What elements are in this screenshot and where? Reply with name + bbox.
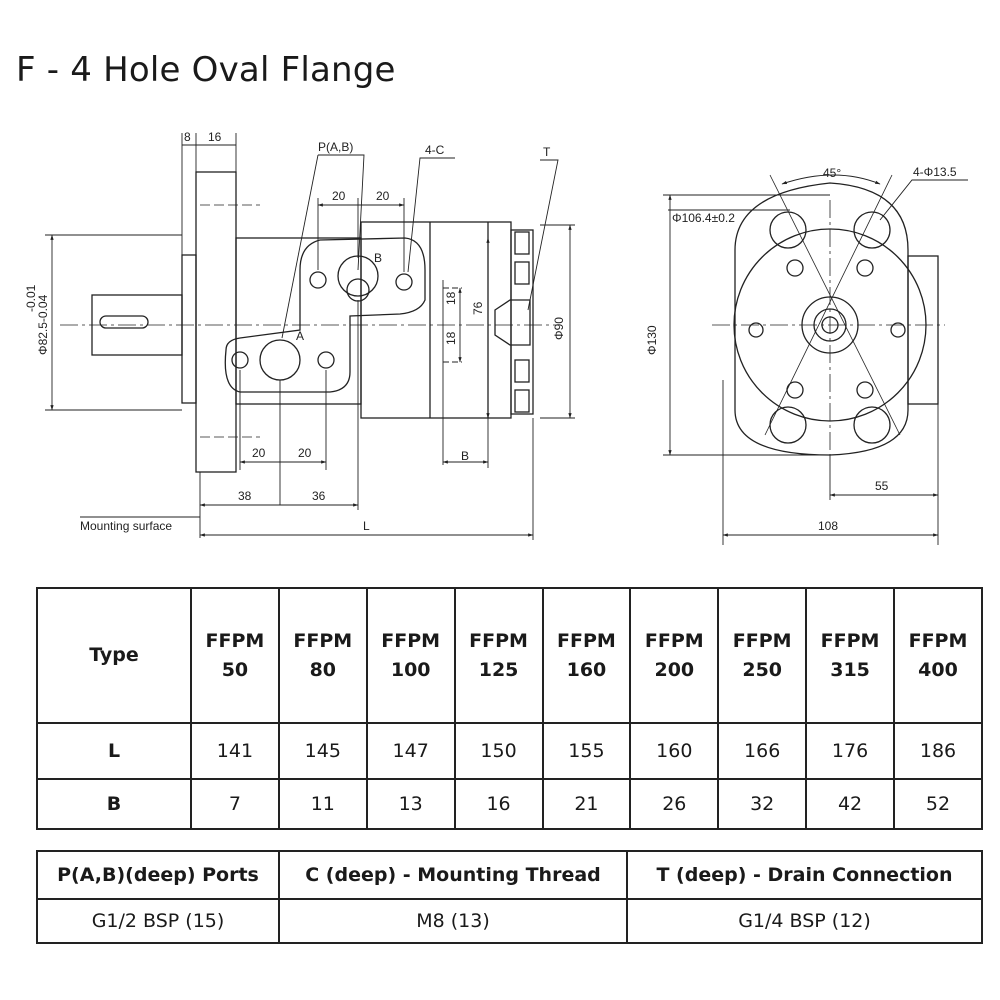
table-cell: 32	[717, 778, 808, 830]
table-cell: 147	[365, 722, 456, 780]
table-cell: 21	[541, 778, 632, 830]
table-cell: 42	[805, 778, 895, 830]
technical-drawing: 8 16 P(A,B) 4-C T 20 20 B A 18 18 76 Φ90…	[24, 130, 968, 545]
label-port-b: B	[374, 251, 382, 265]
dim-55: 55	[875, 479, 889, 493]
flange-hub	[181, 254, 197, 404]
table-cell: 7	[190, 778, 280, 830]
table-cell: 11	[277, 778, 368, 830]
dim-shaft: Φ82.5-0.04	[36, 294, 50, 355]
table-cell: 145	[277, 722, 368, 780]
table-row: G1/2 BSP (15) M8 (13) G1/4 BSP (12)	[36, 898, 983, 944]
dim-130: Φ130	[645, 325, 659, 355]
dim-36: 36	[312, 489, 326, 503]
dim-38: 38	[238, 489, 252, 503]
label-4-holes: 4-Φ13.5	[913, 165, 957, 179]
ports-value-t: G1/4 BSP (12)	[626, 898, 983, 944]
table-cell: 16	[453, 778, 544, 830]
dim-20-top-a: 20	[332, 189, 346, 203]
label-4c: 4-C	[425, 143, 445, 157]
ports-header-c: C (deep) - Mounting Thread	[278, 850, 628, 900]
dim-pcd: Φ106.4±0.2	[672, 211, 735, 225]
table-cell: 166	[717, 722, 808, 780]
dim-l: L	[363, 519, 370, 533]
flange-side	[907, 255, 939, 405]
row-label-b: B	[36, 778, 192, 830]
dim-b: B	[461, 449, 469, 463]
dim-shaft-tol: -0.01	[24, 284, 38, 312]
table-cell: 150	[453, 722, 544, 780]
dim-20-bottom-a: 20	[252, 446, 266, 460]
table-cell: 141	[190, 722, 280, 780]
label-mounting-surface: Mounting surface	[80, 519, 172, 533]
label-port-a: A	[296, 329, 304, 343]
port-block	[224, 237, 426, 393]
table-cell: 186	[893, 722, 983, 780]
label-pab: P(A,B)	[318, 140, 353, 154]
ports-header-row: P(A,B)(deep) Ports C (deep) - Mounting T…	[36, 850, 983, 900]
end-cap	[510, 229, 534, 415]
dim-90: Φ90	[552, 317, 566, 340]
table-cell: 26	[629, 778, 720, 830]
table-cell: 176	[805, 722, 895, 780]
front-view	[712, 174, 945, 456]
flange-plate	[195, 171, 237, 473]
table-row: B 7 11 13 16 21 26 32 42 52	[36, 778, 983, 830]
dim-16: 16	[208, 130, 222, 144]
side-view	[60, 171, 560, 473]
dim-76: 76	[471, 301, 485, 315]
ports-table: P(A,B)(deep) Ports C (deep) - Mounting T…	[36, 850, 983, 944]
type-header: Type	[36, 587, 192, 724]
dim-20-top-b: 20	[376, 189, 390, 203]
dim-18a: 18	[444, 291, 458, 305]
front-view-labels: 45° 4-Φ13.5 Φ106.4±0.2 Φ130 55 108	[645, 165, 957, 533]
dim-45-deg: 45°	[823, 166, 841, 180]
dim-108: 108	[818, 519, 838, 533]
ports-value-pab: G1/2 BSP (15)	[36, 898, 280, 944]
table-cell: 52	[893, 778, 983, 830]
table-cell: 13	[365, 778, 456, 830]
table-cell: 160	[629, 722, 720, 780]
shaft-keyway	[99, 315, 149, 329]
dim-18b: 18	[444, 331, 458, 345]
page-title: F - 4 Hole Oval Flange	[16, 50, 396, 90]
label-t: T	[543, 145, 551, 159]
ports-header-pab: P(A,B)(deep) Ports	[36, 850, 280, 900]
side-view-labels: 8 16 P(A,B) 4-C T 20 20 B A 18 18 76 Φ90…	[24, 130, 566, 533]
dim-8: 8	[184, 130, 191, 144]
dim-20-bottom-b: 20	[298, 446, 312, 460]
table-row: L 141 145 147 150 155 160 166 176 186	[36, 722, 983, 780]
ports-header-t: T (deep) - Drain Connection	[626, 850, 983, 900]
row-label-l: L	[36, 722, 192, 780]
table-cell: 155	[541, 722, 632, 780]
port-a	[259, 339, 301, 381]
drain-plug	[494, 299, 531, 346]
ports-value-c: M8 (13)	[278, 898, 628, 944]
